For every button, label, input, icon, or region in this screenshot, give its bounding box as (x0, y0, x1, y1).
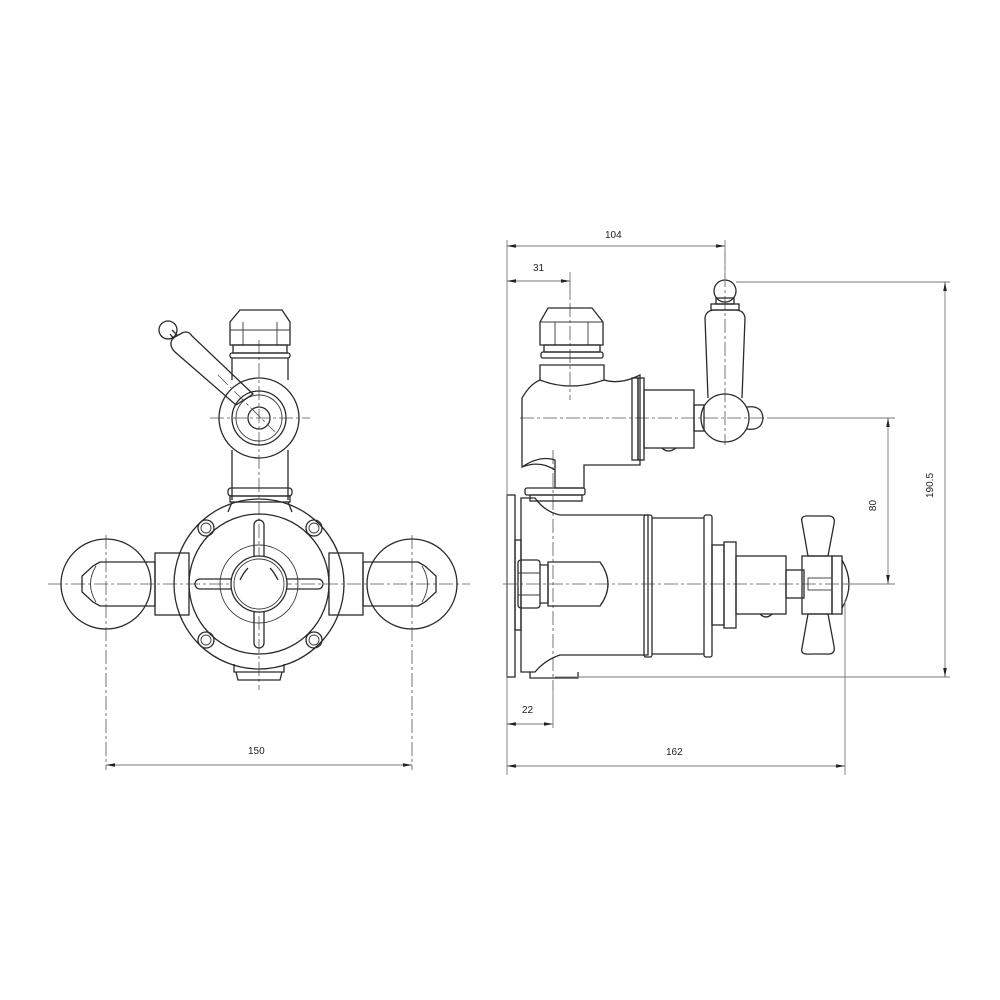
side-compression-nut (539, 307, 604, 359)
dimension-label-front-width: 150 (248, 746, 265, 757)
dimension-label-lever-to-control: 80 (868, 499, 880, 512)
dimension-label-overall-depth: 104 (605, 230, 622, 241)
dimension-label-inlet-offset: 31 (533, 263, 545, 274)
dimension-label-total-height: 190.5 (925, 472, 937, 499)
diverter-lever-side (700, 279, 764, 443)
cross-head-handle (194, 519, 324, 649)
front-view (48, 309, 470, 770)
dimension-label-total-projection: 162 (666, 747, 683, 758)
top-compression-nut (229, 309, 291, 380)
side-view (503, 240, 950, 775)
right-inlet-elbow (362, 538, 458, 630)
left-inlet-elbow (60, 538, 156, 630)
cross-head-side (801, 515, 850, 655)
dimension-label-wall-plate: 22 (522, 705, 534, 716)
diverter-lever (158, 320, 300, 459)
